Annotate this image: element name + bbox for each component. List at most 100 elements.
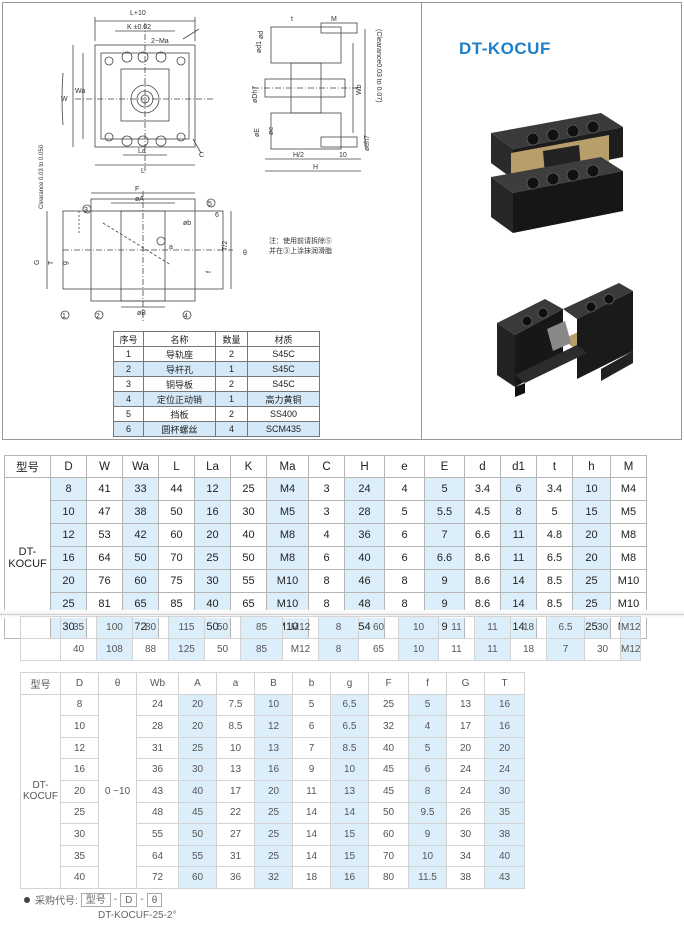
table2-cell: 8.5 bbox=[216, 715, 255, 738]
label-M: M bbox=[331, 16, 337, 23]
table1-cell: 33 bbox=[122, 477, 159, 501]
table1-header-cell: H bbox=[344, 455, 385, 478]
table2-cell: 26 bbox=[446, 801, 485, 825]
label-t: t bbox=[291, 16, 293, 23]
table2-header-cell: B bbox=[254, 672, 293, 695]
table2-cell: 38 bbox=[484, 823, 525, 846]
table1b-cell: 11 bbox=[438, 638, 475, 661]
table1-cell: 11 bbox=[500, 546, 537, 570]
table1-cell: 47 bbox=[86, 500, 123, 524]
table2-cell: 20 bbox=[254, 779, 293, 803]
table1-cell: 7 bbox=[424, 523, 465, 547]
callout-2: 2 bbox=[96, 313, 100, 320]
table2-cell: 7.5 bbox=[216, 693, 255, 717]
note-line-1: 注：使用前请拆除⑤ bbox=[269, 238, 332, 245]
parts-cell: 5 bbox=[113, 406, 144, 422]
label-Dh7: øDh7 bbox=[252, 86, 259, 103]
label-L10: L+10 bbox=[130, 10, 146, 17]
table2-cell: 36 bbox=[216, 866, 255, 889]
table1b-cell: 85 bbox=[240, 638, 283, 661]
table1b-cell: 18 bbox=[510, 638, 547, 661]
product-photo-assembled bbox=[481, 91, 631, 246]
table1-cell: 6.6 bbox=[464, 523, 501, 547]
table1-cell: 3 bbox=[308, 500, 345, 524]
technical-drawing: L+10 K ±0.02 2−Ma W Wa La L C ø bbox=[3, 3, 421, 439]
parts-cell: 导轨座 bbox=[143, 346, 216, 362]
table2-cell: 30 bbox=[484, 779, 525, 803]
table2-cell: 10 bbox=[216, 736, 255, 760]
table1b-cell: 7 bbox=[546, 638, 585, 661]
table1b-cell: 108 bbox=[96, 638, 133, 661]
table1-header-cell: L bbox=[158, 455, 195, 478]
table1b-cell: 8 bbox=[318, 616, 359, 639]
label-theta: θ bbox=[243, 250, 247, 257]
table2-cell: 38 bbox=[446, 866, 485, 889]
table1-cell: 42 bbox=[122, 523, 159, 547]
table1-header-cell: t bbox=[536, 455, 573, 478]
table1b-cell: 50 bbox=[204, 638, 241, 661]
callout-1: 1 bbox=[62, 313, 66, 320]
table1b-cell: 40 bbox=[60, 638, 97, 661]
label-T2: T/2 bbox=[222, 241, 229, 251]
table2-cell: 30 bbox=[60, 823, 99, 846]
table2-cell: 32 bbox=[368, 715, 409, 738]
product-title: DT-KOCUF bbox=[459, 39, 551, 58]
table1-cell: 41 bbox=[86, 477, 123, 501]
table2-cell: 25 bbox=[178, 736, 217, 760]
table1-cell: 14 bbox=[500, 569, 537, 593]
table2-header-cell: f bbox=[408, 672, 447, 695]
parts-cell: 2 bbox=[113, 361, 144, 377]
table1-cell: 9 bbox=[424, 569, 465, 593]
table1-header-cell: Wa bbox=[122, 455, 159, 478]
table1b-model-cell bbox=[20, 638, 61, 661]
label-A: øA bbox=[135, 196, 144, 203]
table1-cell: 20 bbox=[572, 523, 611, 547]
parts-header-name: 名称 bbox=[143, 331, 216, 347]
table1-header-cell: d1 bbox=[500, 455, 537, 478]
table1-cell: 50 bbox=[122, 546, 159, 570]
label-T: T bbox=[48, 260, 55, 265]
label-a: a bbox=[169, 244, 173, 251]
table1-cell: 8.6 bbox=[464, 546, 501, 570]
table2-cell: 17 bbox=[216, 779, 255, 803]
table2-cell: 6.5 bbox=[330, 715, 369, 738]
table2-cell: 50 bbox=[178, 823, 217, 846]
parts-cell: 6 bbox=[113, 421, 144, 437]
label-H: H bbox=[313, 164, 318, 171]
table1-cell: M8 bbox=[610, 546, 647, 570]
label-clearance-2: Clearance 0.03 to 0.050 bbox=[39, 144, 45, 209]
table1b-cell: 50 bbox=[204, 616, 241, 639]
label-W: W bbox=[61, 96, 68, 103]
table2-cell: 20 bbox=[484, 736, 525, 760]
table2-header-cell: A bbox=[178, 672, 217, 695]
table1-cell: 10 bbox=[50, 500, 87, 524]
table1-cell: 3.4 bbox=[536, 477, 573, 501]
table2-cell: 18 bbox=[292, 866, 331, 889]
parts-header-row: 序号 名称 数量 材质 bbox=[113, 331, 320, 347]
table1b-cell: 10 bbox=[398, 616, 439, 639]
table1b-cell: 88 bbox=[132, 638, 169, 661]
table2-cell: 10 bbox=[330, 758, 369, 781]
table2-cell: 13 bbox=[216, 758, 255, 781]
table1-cell: 12 bbox=[50, 523, 87, 547]
parts-cell: S45C bbox=[247, 346, 320, 362]
table2-cell: 28 bbox=[136, 715, 179, 738]
table1-cell: 6.6 bbox=[424, 546, 465, 570]
table2-cell: 30 bbox=[446, 823, 485, 846]
table2-cell: 6.5 bbox=[330, 693, 369, 717]
table1-header-cell: Ma bbox=[266, 455, 309, 478]
table1-cell: M4 bbox=[610, 477, 647, 501]
table1-cell: 50 bbox=[230, 546, 267, 570]
table1b-cell: 80 bbox=[132, 616, 169, 639]
table2-cell: 60 bbox=[368, 823, 409, 846]
table1-header-cell: 型号 bbox=[4, 455, 51, 478]
table1b-cell: 11 bbox=[474, 638, 511, 661]
